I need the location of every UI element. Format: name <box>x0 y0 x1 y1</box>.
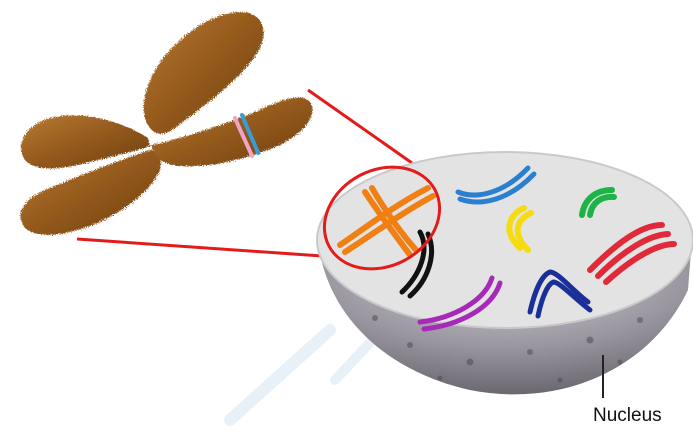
nucleus-label: Nucleus <box>593 405 662 427</box>
nucleus-cut-surface <box>317 152 693 328</box>
x-chromosome-icon <box>21 12 313 235</box>
